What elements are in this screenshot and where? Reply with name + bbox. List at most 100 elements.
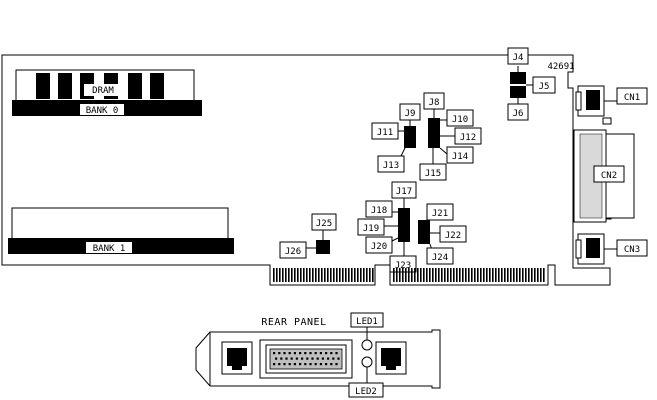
j24-label: J24 [432, 253, 448, 263]
db-pin [288, 363, 291, 366]
db-pin [304, 363, 307, 366]
bus-finger [348, 268, 350, 282]
bus-finger [447, 268, 449, 282]
rj-jack-right [375, 341, 407, 375]
led1-indicator [361, 326, 373, 351]
bus-finger [438, 268, 440, 282]
j21-label: J21 [432, 209, 448, 219]
bus-finger [522, 268, 524, 282]
bus-finger [468, 268, 470, 282]
bus-finger [426, 268, 428, 282]
db-pin [304, 352, 307, 355]
db-pin [309, 352, 312, 355]
db-pin [337, 357, 340, 360]
bus-finger [321, 268, 323, 282]
bus-finger [273, 268, 275, 282]
db-pin [273, 363, 276, 366]
rear-panel-title: REAR PANEL [261, 317, 326, 328]
j26-label: J26 [285, 247, 301, 257]
bus-finger [363, 268, 365, 282]
bus-finger [417, 268, 419, 282]
bus-finger [342, 268, 344, 282]
bus-finger [360, 268, 362, 282]
bus-finger [411, 268, 413, 282]
db-pin [278, 363, 281, 366]
bus-finger [519, 268, 521, 282]
bus-finger [336, 268, 338, 282]
bus-finger [477, 268, 479, 282]
bank0-label: BANK 0 [86, 106, 119, 116]
cn2-connector [573, 117, 635, 223]
rear-panel-bracket [195, 329, 441, 389]
bus-finger [495, 268, 497, 282]
j20-label: J20 [371, 242, 387, 252]
bus-finger [393, 268, 395, 282]
bus-finger [357, 268, 359, 282]
jumper-group-j17-j24 [384, 197, 440, 256]
j10-label: J10 [452, 115, 468, 125]
j11-label: J11 [377, 128, 393, 138]
db-pin [321, 357, 324, 360]
dram-label: DRAM [92, 86, 114, 96]
db-pin [288, 352, 291, 355]
bus-finger [456, 268, 458, 282]
bus-finger [408, 268, 410, 282]
db-pin [293, 352, 296, 355]
led2-label: LED2 [355, 387, 377, 397]
db-connector [259, 339, 353, 379]
db-pin [295, 357, 298, 360]
j23-label: J23 [395, 261, 411, 271]
j14-label: J14 [452, 152, 468, 162]
bus-finger [345, 268, 347, 282]
bus-finger [288, 268, 290, 282]
db-pin [301, 357, 304, 360]
db-pin [330, 363, 333, 366]
bus-finger [303, 268, 305, 282]
db-pin [325, 352, 328, 355]
bus-finger [480, 268, 482, 282]
db-pin [309, 363, 312, 366]
bus-finger [369, 268, 371, 282]
j5-label: J5 [539, 82, 550, 92]
bus-finger [309, 268, 311, 282]
bus-finger [414, 268, 416, 282]
db-pin [332, 357, 335, 360]
j15-label: J15 [425, 169, 441, 179]
bus-finger [306, 268, 308, 282]
part-number: 42691 [547, 62, 574, 72]
rj-jack-left [221, 341, 253, 375]
bus-finger [291, 268, 293, 282]
bus-finger [510, 268, 512, 282]
db-pin [330, 352, 333, 355]
db-pin [311, 357, 314, 360]
cn1-label: CN1 [624, 93, 640, 103]
bus-finger [471, 268, 473, 282]
bus-finger [327, 268, 329, 282]
bus-finger [372, 268, 374, 282]
bank1-slot: BANK 1 [8, 207, 234, 254]
bus-finger [534, 268, 536, 282]
bus-finger [297, 268, 299, 282]
bus-finger [525, 268, 527, 282]
bus-finger [465, 268, 467, 282]
bus-finger [423, 268, 425, 282]
bus-finger [531, 268, 533, 282]
db-pin [335, 363, 338, 366]
j19-label: J19 [363, 224, 379, 234]
bus-finger [507, 268, 509, 282]
j13-label: J13 [383, 161, 399, 171]
bus-finger [528, 268, 530, 282]
j25-label: J25 [316, 219, 332, 229]
cn2-label: CN2 [601, 171, 617, 181]
db-pin [306, 357, 309, 360]
bus-finger [300, 268, 302, 282]
bus-finger [462, 268, 464, 282]
bus-finger [435, 268, 437, 282]
db-pin [335, 352, 338, 355]
bus-finger [405, 268, 407, 282]
bus-fingers-a [273, 268, 374, 282]
bus-finger [354, 268, 356, 282]
board-outline [1, 54, 611, 286]
bus-finger [492, 268, 494, 282]
